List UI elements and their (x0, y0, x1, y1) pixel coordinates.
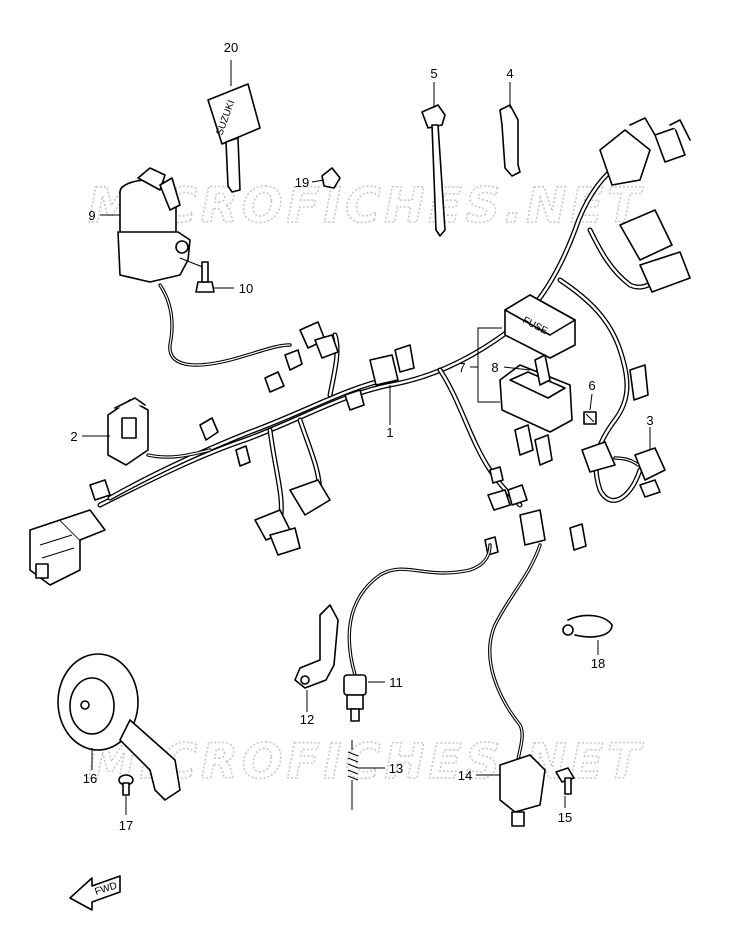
label-part-6: 6 (588, 378, 595, 393)
main-wiring-harness (29, 117, 691, 586)
label-part-20: 20 (224, 40, 238, 55)
label-part-3: 3 (646, 413, 653, 428)
relay-part-2 (107, 397, 212, 466)
label-part-15: 15 (558, 810, 572, 825)
watermark-bottom: MICROFICHES.NET (88, 734, 644, 790)
clip-part-19 (321, 167, 341, 189)
label-part-9: 9 (88, 208, 95, 223)
horn-part-16 (57, 653, 181, 801)
turn-signal-relay-part-3 (581, 441, 666, 498)
label-part-17: 17 (119, 818, 133, 833)
spring-part-13 (347, 740, 359, 810)
part-labels: 1 2 3 4 5 6 7 8 9 10 11 12 13 14 15 16 1… (70, 40, 653, 833)
cable-tie-part-5 (421, 104, 446, 237)
fuse-box-part-7: FUSE (499, 294, 576, 466)
screw-part-17 (118, 774, 134, 796)
screw-part-10 (195, 261, 215, 293)
label-part-4: 4 (506, 66, 513, 81)
fwd-arrow-icon: FWD (69, 875, 121, 911)
brake-switch-part-14 (488, 543, 546, 827)
clip-part-18 (562, 614, 613, 638)
ignition-switch-part-9 (117, 167, 292, 367)
key-part-20: SUZUKI (207, 83, 261, 193)
label-part-16: 16 (83, 771, 97, 786)
bolt-part-6 (583, 411, 597, 425)
label-part-1: 1 (386, 425, 393, 440)
label-part-12: 12 (300, 712, 314, 727)
label-part-8: 8 (491, 360, 498, 375)
label-part-2: 2 (70, 429, 77, 444)
bolt-part-15 (555, 767, 575, 795)
bracket-part-12 (294, 604, 339, 689)
label-part-19: 19 (295, 175, 309, 190)
label-part-10: 10 (239, 281, 253, 296)
neutral-switch-part-11 (343, 543, 492, 722)
label-part-14: 14 (458, 768, 472, 783)
label-part-11: 11 (389, 675, 403, 690)
label-part-18: 18 (591, 656, 605, 671)
label-part-7: 7 (458, 360, 465, 375)
leader-lines (82, 60, 651, 815)
label-part-13: 13 (389, 761, 403, 776)
clamp-part-4 (499, 104, 521, 177)
label-part-5: 5 (430, 66, 437, 81)
